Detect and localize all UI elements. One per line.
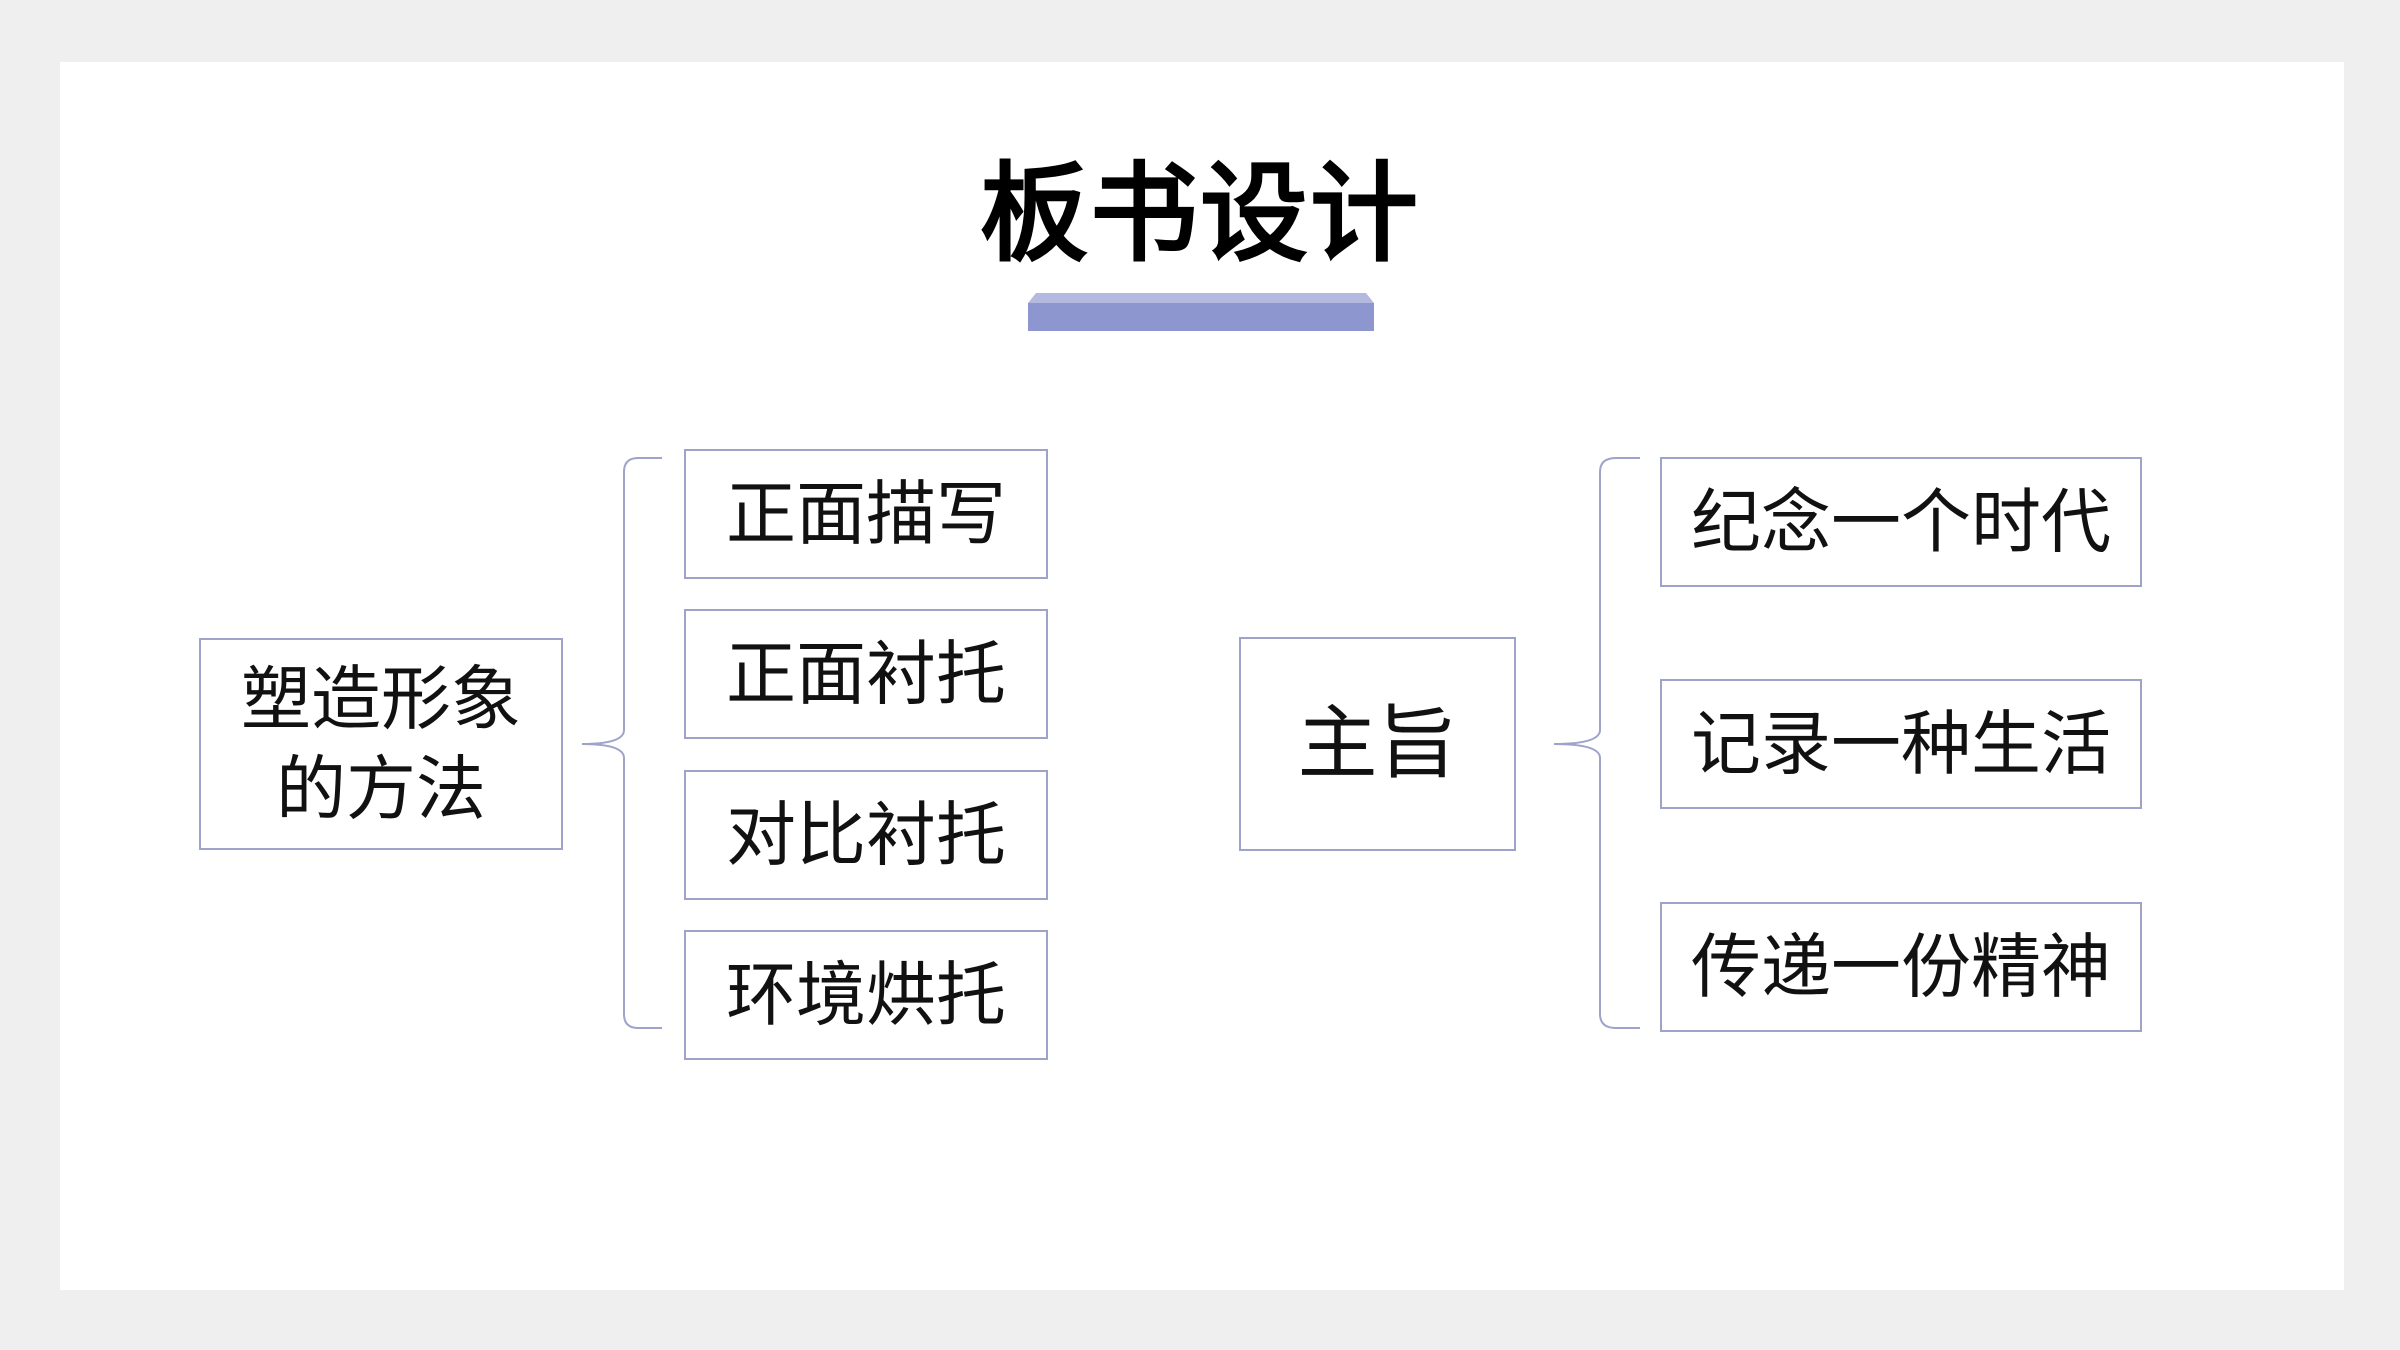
theme-branch-box: 记录一种生活 xyxy=(1660,679,2142,809)
method-root-line1: 塑造形象 xyxy=(241,658,521,740)
method-branch-box: 对比衬托 xyxy=(684,770,1048,900)
method-branch-box: 环境烘托 xyxy=(684,930,1048,1060)
theme-root-box: 主旨 xyxy=(1239,637,1516,851)
title-underline-bar xyxy=(1028,293,1374,331)
method-branch-box: 正面衬托 xyxy=(684,609,1048,739)
page-title: 板书设计 xyxy=(979,152,1420,277)
method-root-box: 塑造形象 的方法 xyxy=(199,638,563,850)
theme-branch-box: 纪念一个时代 xyxy=(1660,457,2142,587)
method-branch-box: 正面描写 xyxy=(684,449,1048,579)
method-root-line2: 的方法 xyxy=(276,748,486,830)
theme-branch-box: 传递一份精神 xyxy=(1660,902,2142,1032)
